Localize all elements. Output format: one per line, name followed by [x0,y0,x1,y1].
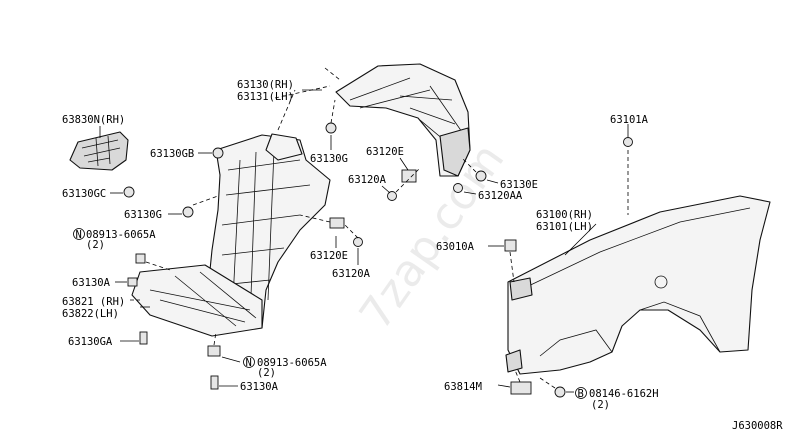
bracket-63830n [69,131,129,171]
label-63821: 63821 (RH) [62,296,125,308]
label-63130-rh: 63130(RH) [237,79,294,91]
label-63130a-left: 63130A [72,277,111,289]
bolt-63130a-bottom [210,375,219,390]
nut-08913-bottom [207,345,221,357]
label-63130g-top: 63130G [310,153,348,165]
bracket-63120e-mid [329,217,345,229]
label-63130gc: 63130GC [62,188,106,200]
label-63130g-left: 63130G [124,209,162,221]
label-63100-rh: 63100(RH) [536,209,593,221]
nut-08913-top [135,253,146,264]
label-63101a: 63101A [610,114,649,126]
label-63130ga: 63130GA [68,336,113,348]
diagram-code: J630008R [732,420,783,432]
label-63120aa: 63120AA [478,190,523,202]
clip-63130ga [139,331,148,345]
bolt-63120a-mid [353,237,363,247]
fender-protector-63130 [335,63,471,177]
clip-63130a-left [127,277,138,287]
seal-63814m [510,381,532,395]
clip-63130g-top [325,122,337,134]
label-08913-top: 08913-6065A [86,229,156,241]
front-fender-63100 [505,195,771,375]
label-63822: 63822(LH) [62,308,119,320]
clip-63120aa [453,183,463,193]
clip-63130gb [212,147,224,159]
symbol-b: B [578,388,584,400]
label-08146-qty: (2) [591,399,610,411]
symbol-n-top: N [76,229,82,241]
label-63131-lh: 63131(LH) [237,91,294,103]
label-08146: 08146-6162H [589,388,659,400]
bolt-08146 [554,386,566,398]
splash-shield-63821 [131,133,331,337]
bolt-63010a [504,239,517,252]
label-63120e-mid: 63120E [310,250,348,262]
label-63130gb: 63130GB [150,148,194,160]
bolt-63101a [623,137,633,147]
label-63130a-bottom: 63130A [240,381,279,393]
label-63010a: 63010A [436,241,475,253]
label-63101-lh: 63101(LH) [536,221,593,233]
clip-63130gc [123,186,135,198]
label-63120a-top: 63120A [348,174,387,186]
label-63830n: 63830N(RH) [62,114,125,126]
label-08913-top-qty: (2) [86,239,105,251]
label-63120a-mid: 63120A [332,268,371,280]
watermark: 7zap.com [350,134,514,339]
label-63130e: 63130E [500,179,538,191]
clip-63130g-left [182,206,194,218]
label-63120e-top: 63120E [366,146,404,158]
bolt-63120a-top [387,191,397,201]
label-63814m: 63814M [444,381,482,393]
label-08913-bottom-qty: (2) [257,367,276,379]
bracket-63120e-top [401,169,417,183]
label-08913-bottom: 08913-6065A [257,357,327,369]
clip-63130e [475,170,487,182]
symbol-n-bottom: N [246,357,252,369]
